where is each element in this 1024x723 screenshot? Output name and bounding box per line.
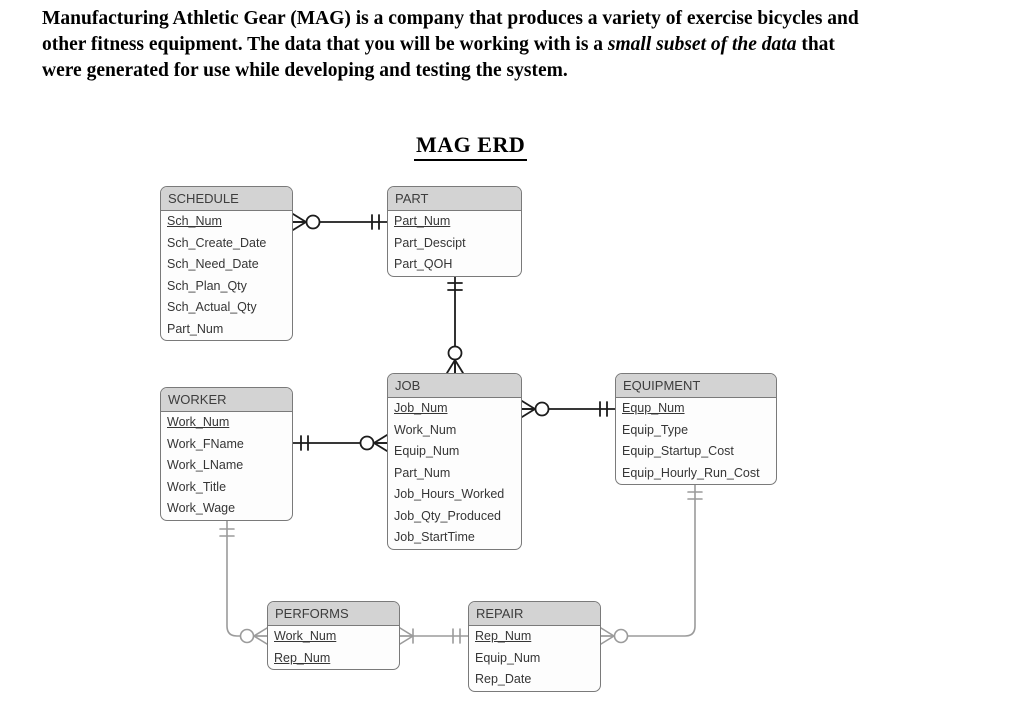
attribute-equip-hourly-run-cost: Equip_Hourly_Run_Cost (622, 465, 760, 480)
entity-schedule-title: SCHEDULE (161, 187, 292, 211)
relationship-performs-repair (399, 627, 468, 645)
attribute-work-num: Work_Num (167, 415, 230, 429)
entity-equipment-title: EQUIPMENT (616, 374, 776, 398)
attribute-work-lname: Work_LName (167, 458, 244, 472)
attribute-job-hours-worked: Job_Hours_Worked (394, 487, 505, 501)
relationship-worker-job (293, 434, 388, 452)
attribute-part-qoh: Part_QOH (394, 257, 453, 271)
attribute-job-starttime: Job_StartTime (394, 530, 475, 544)
attribute-equip-startup-cost: Equip_Startup_Cost (622, 444, 734, 458)
attribute-job-qty-produced: Job_Qty_Produced (394, 508, 502, 523)
intro-paragraph: Manufacturing Athletic Gear (MAG) is a c… (42, 6, 860, 84)
attribute-sch-plan-qty: Sch_Plan_Qty (167, 278, 247, 293)
attribute-work-fname: Work_FName (167, 436, 244, 451)
diagram-title: MAG ERD (414, 132, 528, 161)
attribute-part-num: Part_Num (394, 465, 451, 480)
attribute-rep-num: Rep_Num (274, 650, 331, 665)
attribute-sch-num: Sch_Num (167, 214, 222, 228)
attribute-part-num: Part_Num (167, 321, 224, 336)
attribute-part-descipt: Part_Descipt (394, 235, 466, 250)
relationship-job-equipment (521, 400, 615, 418)
entity-job-title: JOB (388, 374, 521, 398)
relationship-part-job (446, 275, 464, 374)
entity-worker-title: WORKER (161, 388, 292, 412)
attribute-sch-need-date: Sch_Need_Date (167, 257, 259, 271)
attribute-work-num: Work_Num (274, 629, 337, 643)
relationship-repair-equipment (600, 484, 703, 645)
attribute-rep-num: Rep_Num (475, 629, 532, 643)
entity-part-title: PART (388, 187, 521, 211)
attribute-equp-num: Equp_Num (622, 401, 685, 415)
intro-text-after: that were generated for use while develo… (42, 34, 835, 81)
attribute-work-num: Work_Num (394, 422, 457, 437)
entity-performs-title: PERFORMS (268, 602, 399, 626)
attribute-equip-type: Equip_Type (622, 422, 689, 437)
attribute-equip-num: Equip_Num (394, 444, 460, 458)
attribute-sch-actual-qty: Sch_Actual_Qty (167, 300, 257, 314)
intro-italic-text: small subset of the data (607, 34, 797, 55)
attribute-job-num: Job_Num (394, 401, 448, 415)
relationship-worker-performs (219, 521, 268, 645)
attribute-work-title: Work_Title (167, 479, 227, 494)
attribute-equip-num: Equip_Num (475, 650, 541, 665)
attribute-rep-date: Rep_Date (475, 672, 532, 686)
entity-repair-title: REPAIR (469, 602, 600, 626)
intro-text-before: Manufacturing Athletic Gear (MAG) is a c… (42, 8, 859, 55)
attribute-part-num: Part_Num (394, 214, 451, 228)
attribute-work-wage: Work_Wage (167, 501, 236, 515)
relationship-schedule-part (292, 213, 387, 231)
attribute-sch-create-date: Sch_Create_Date (167, 235, 267, 250)
